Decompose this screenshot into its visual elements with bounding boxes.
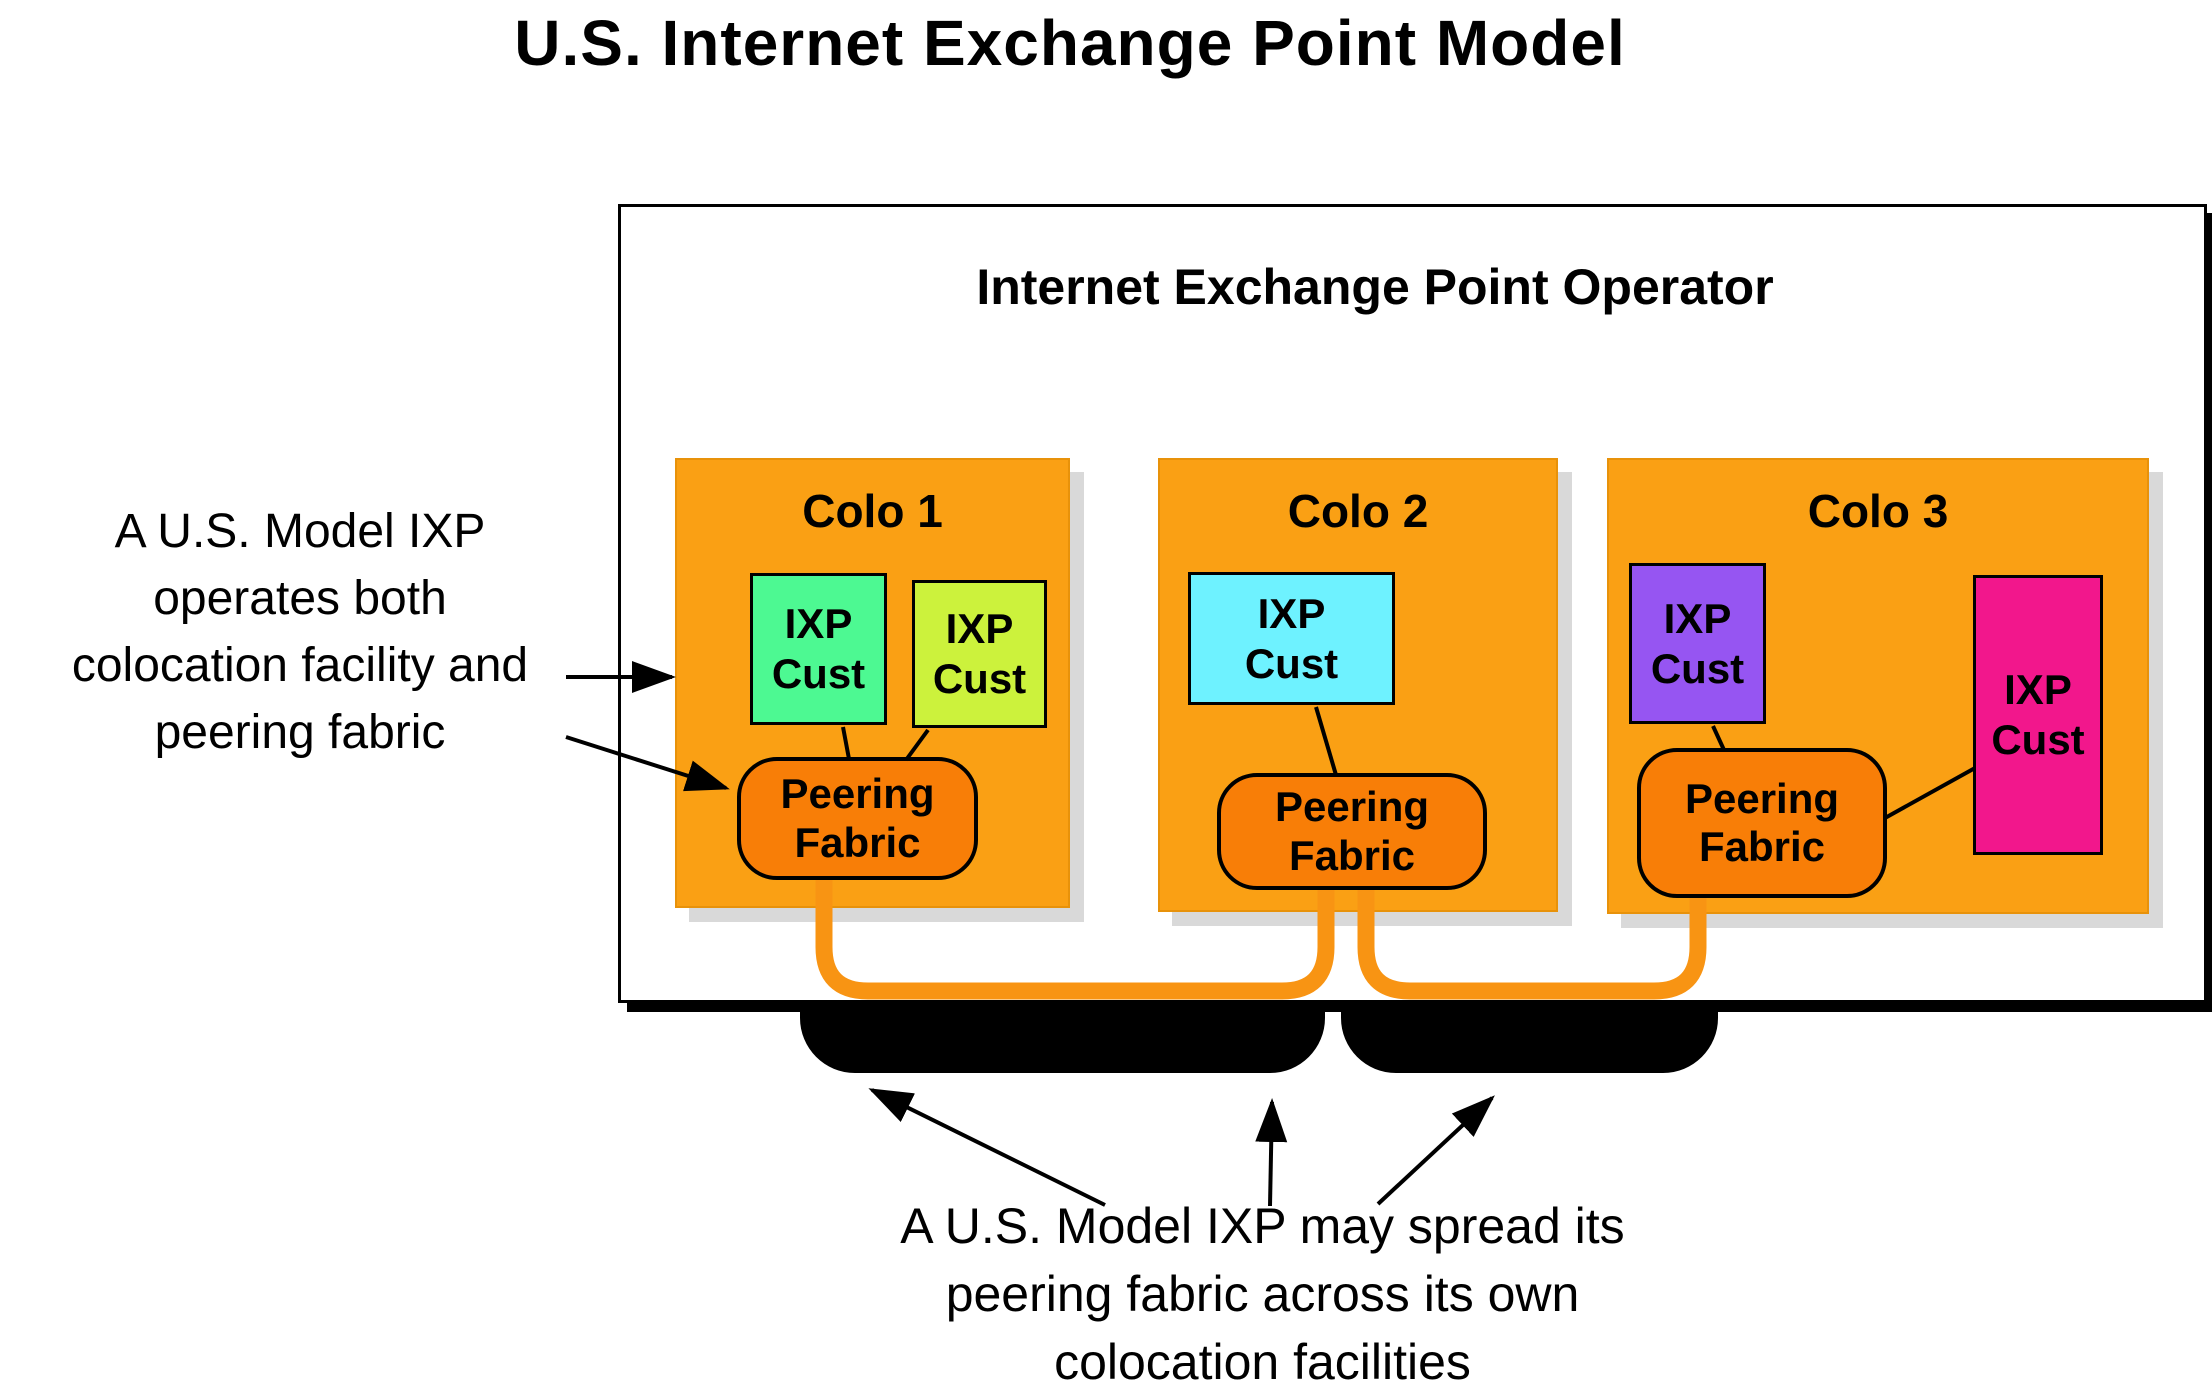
colo3-ixp-cust-box-2: IXP Cust (1973, 575, 2103, 855)
peering-fabric-span-shape-left (800, 1001, 1325, 1073)
colo3-peering-fabric-box: Peering Fabric (1637, 748, 1887, 898)
diagram-title: U.S. Internet Exchange Point Model (514, 7, 1626, 79)
colo-2-title: Colo 2 (1287, 485, 1429, 537)
colo2-peering-fabric-box: Peering Fabric (1217, 773, 1487, 890)
annotation-left-line2: operates both (153, 572, 447, 625)
annotation-bottom: A U.S. Model IXP may spread its peering … (760, 1192, 1765, 1395)
colo2-ixp-cust-box-1: IXP Cust (1188, 572, 1395, 705)
annotation-bottom-line3: colocation facilities (1054, 1334, 1471, 1390)
annotation-left-line1: A U.S. Model IXP (114, 505, 486, 558)
colo1-peering-fabric-box: Peering Fabric (737, 757, 978, 880)
colo1-ixp-cust-box-2: IXP Cust (912, 580, 1047, 728)
operator-box-label: Internet Exchange Point Operator (976, 259, 1774, 315)
annotation-bottom-line2: peering fabric across its own (945, 1266, 1580, 1322)
arrow-bottom-note-to-span-middle (1255, 1098, 1288, 1207)
annotation-left-line3: colocation facility and (71, 639, 529, 692)
colo-3-title: Colo 3 (1807, 485, 1949, 537)
arrow-bottom-note-to-span-left (868, 1088, 1106, 1207)
colo3-ixp-cust-box-1: IXP Cust (1629, 563, 1766, 724)
annotation-left-line4: peering fabric (154, 706, 446, 759)
annotation-left: A U.S. Model IXP operates both colocatio… (0, 498, 600, 766)
colo1-ixp-cust-box-1: IXP Cust (750, 573, 887, 725)
annotation-bottom-line1: A U.S. Model IXP may spread its (900, 1198, 1625, 1254)
peering-fabric-span-shape-right (1341, 1001, 1718, 1073)
colo-1-title: Colo 1 (802, 485, 943, 537)
arrow-bottom-note-to-span-right (1376, 1095, 1495, 1206)
